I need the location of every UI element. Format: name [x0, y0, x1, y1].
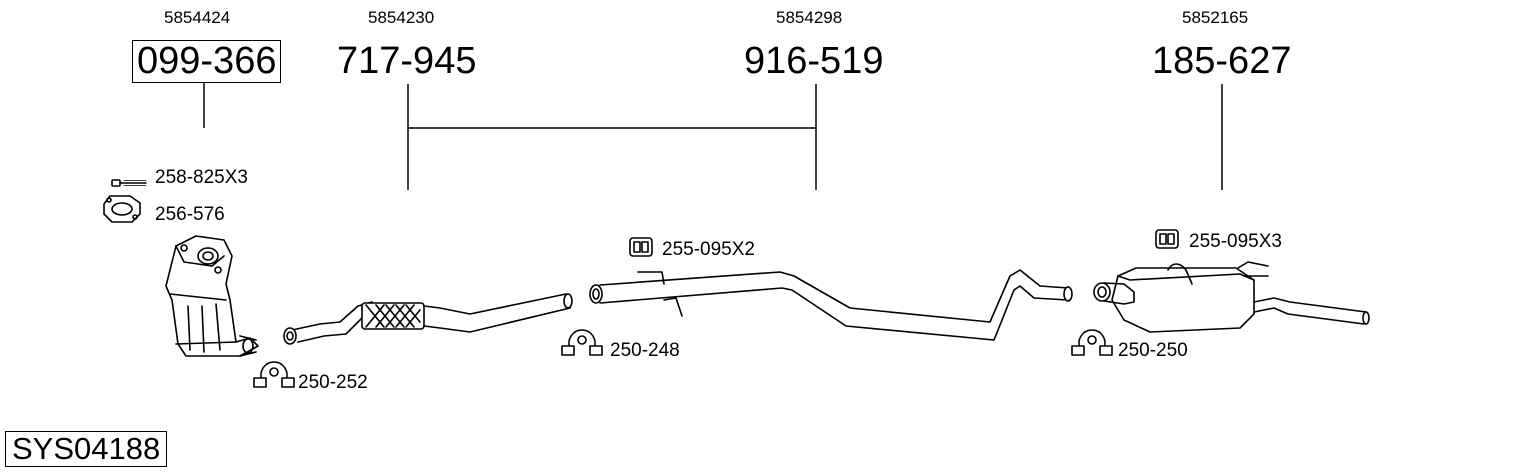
rubber-mount-icon-middle	[629, 237, 653, 257]
oe-number-2: 5854230	[368, 8, 435, 27]
part-number-catalytic-converter: 099-366	[132, 40, 282, 83]
clamp-icon-front	[253, 361, 295, 388]
middle-pipe-icon	[589, 269, 1073, 341]
system-code: SYS04188	[5, 431, 168, 467]
part-number-rear-silencer: 185-627	[1152, 40, 1292, 82]
accessory-label-rubber-mid: 255-095X2	[662, 239, 755, 260]
accessory-label-clamp-front: 250-252	[298, 372, 368, 393]
catalytic-converter-icon	[165, 235, 259, 357]
accessory-label-bolt: 258-825X3	[155, 167, 248, 188]
clamp-icon-middle	[561, 329, 603, 356]
clamp-icon-rear	[1071, 329, 1113, 356]
accessory-label-gasket: 256-576	[155, 204, 225, 225]
oe-number-1: 5854424	[164, 8, 231, 27]
accessory-label-clamp-mid: 250-248	[610, 340, 680, 361]
accessory-label-clamp-rear: 250-250	[1118, 340, 1188, 361]
bolt-icon	[111, 179, 147, 187]
oe-number-4: 5852165	[1182, 8, 1249, 27]
accessory-label-rubber-rear: 255-095X3	[1189, 231, 1282, 252]
oe-number-3: 5854298	[776, 8, 843, 27]
gasket-icon	[103, 195, 141, 223]
part-number-front-pipe: 717-945	[337, 40, 477, 82]
rubber-mount-icon-rear	[1155, 229, 1179, 249]
rear-silencer-icon	[1093, 261, 1370, 333]
front-pipe-icon	[283, 293, 573, 345]
part-number-middle-pipe: 916-519	[744, 40, 884, 82]
